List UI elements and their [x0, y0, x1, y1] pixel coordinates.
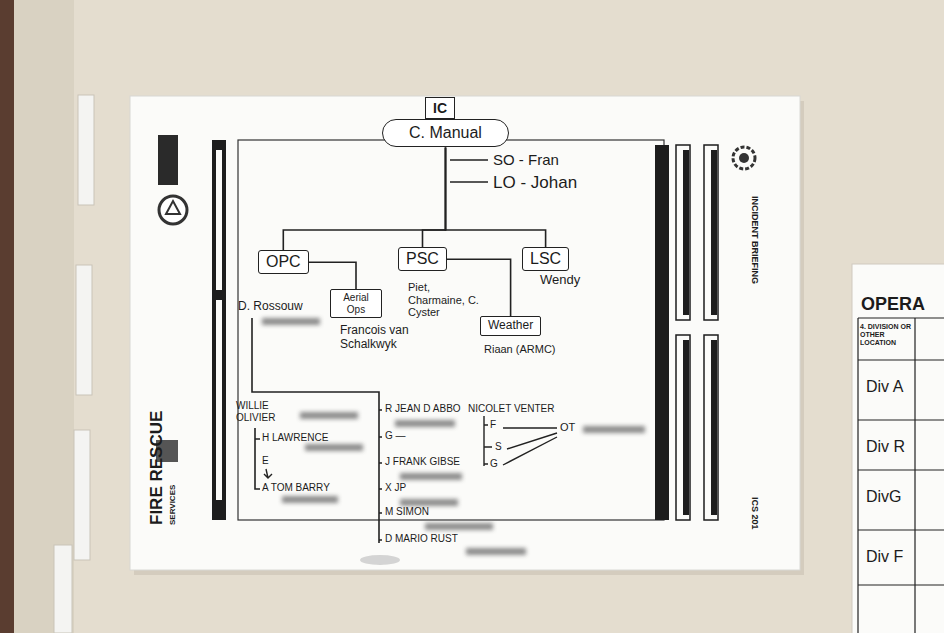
group-letter: F: [490, 419, 496, 431]
name-label: NICOLET VENTER: [468, 403, 555, 415]
staff-label: SO - Fran: [493, 151, 559, 168]
org-connector: [309, 262, 356, 289]
tree-line: [252, 318, 379, 543]
org-connector: [283, 147, 445, 250]
leader-line: [503, 428, 557, 465]
name-label: H LAWRENCE: [262, 432, 328, 444]
name-label: A TOM BARRY: [262, 482, 330, 494]
wall-shade: [14, 0, 74, 633]
name-label: J FRANK GIBSE: [385, 456, 460, 468]
form-strip: [655, 145, 669, 520]
role-box: PSC: [398, 247, 447, 271]
redaction: [262, 318, 645, 555]
smudge: [360, 555, 400, 565]
ics-logo: [739, 153, 749, 163]
role-text: IC: [433, 100, 447, 116]
role-box: IC: [425, 97, 455, 119]
role-box: Aerial Ops: [330, 289, 382, 318]
name-label: G —: [385, 430, 406, 442]
table-cell: Div A: [866, 378, 903, 396]
tree-tick: [379, 410, 382, 540]
form-strip: [683, 150, 689, 315]
form-strip: [676, 145, 690, 320]
form-number: ICS 201: [750, 497, 760, 530]
table-header: 4. DIVISION OR OTHER LOCATION: [860, 323, 914, 347]
paper-scrap: [78, 95, 94, 205]
name-label: D. Rossouw: [238, 300, 303, 314]
drawing-frame: [238, 140, 664, 520]
name-label: R JEAN D ABBO: [385, 403, 461, 415]
form-strip: [212, 140, 226, 520]
briefing-sheet: [130, 96, 800, 570]
staff-branch: [450, 160, 488, 182]
emblem: [166, 201, 180, 214]
role-text: Weather: [488, 318, 533, 332]
form-strip: [711, 150, 717, 315]
org-logo-text: SERVICES: [168, 485, 177, 525]
role-text: C. Manual: [409, 124, 482, 141]
name-label: Wendy: [540, 273, 580, 288]
table-cell: Div R: [866, 438, 905, 456]
role-box: OPC: [258, 250, 309, 274]
table-grid: [858, 318, 944, 633]
group-letter: G: [490, 458, 498, 470]
emblem: [158, 135, 178, 185]
role-text: Aerial Ops: [343, 292, 369, 315]
name-label: M SIMON: [385, 506, 429, 518]
form-strip: [711, 340, 717, 515]
group-label: OT: [560, 421, 575, 434]
table-cell: DivG: [866, 488, 902, 506]
form-strip: [676, 335, 690, 520]
name-label: D MARIO RUST: [385, 533, 458, 545]
form-strip: [704, 145, 718, 320]
operations-sheet: [852, 264, 944, 633]
tree-line: [255, 428, 260, 489]
wall-edge: [0, 0, 14, 633]
form-strip: [683, 340, 689, 515]
role-text: LSC: [530, 250, 561, 267]
role-box: C. Manual: [382, 119, 509, 147]
role-box: LSC: [522, 247, 569, 271]
staff-label: LO - Johan: [493, 173, 577, 193]
org-connector: [447, 259, 511, 316]
role-text: OPC: [266, 253, 301, 270]
paper-scrap: [74, 430, 90, 560]
name-label: E: [262, 455, 269, 467]
name-label: X JP: [385, 482, 406, 494]
sheet-title: OPERA: [861, 294, 925, 315]
ics-logo: [733, 147, 755, 169]
role-box: Weather: [480, 316, 541, 336]
paper-scrap: [54, 545, 72, 633]
name-label: WILLIE OLIVIER: [236, 400, 296, 423]
paper-scrap: [76, 265, 92, 395]
name-label: Francois van Schalkwyk: [340, 324, 432, 352]
name-label: Riaan (ARMC): [484, 343, 556, 356]
role-text: PSC: [406, 250, 439, 267]
table-cell: Div F: [866, 548, 903, 566]
org-logo-text: FIRE RESCUE: [147, 411, 167, 525]
form-strip: [704, 335, 718, 520]
small-arrow: [264, 469, 272, 478]
form-strip-gap: [216, 150, 222, 290]
name-label: Piet, Charmaine, C. Cyster: [408, 281, 480, 319]
form-strip-gap: [216, 300, 222, 500]
form-title: INCIDENT BRIEFING: [750, 196, 760, 284]
group-letter: S: [495, 441, 502, 453]
emblem: [159, 196, 187, 224]
org-connector: [423, 147, 446, 247]
